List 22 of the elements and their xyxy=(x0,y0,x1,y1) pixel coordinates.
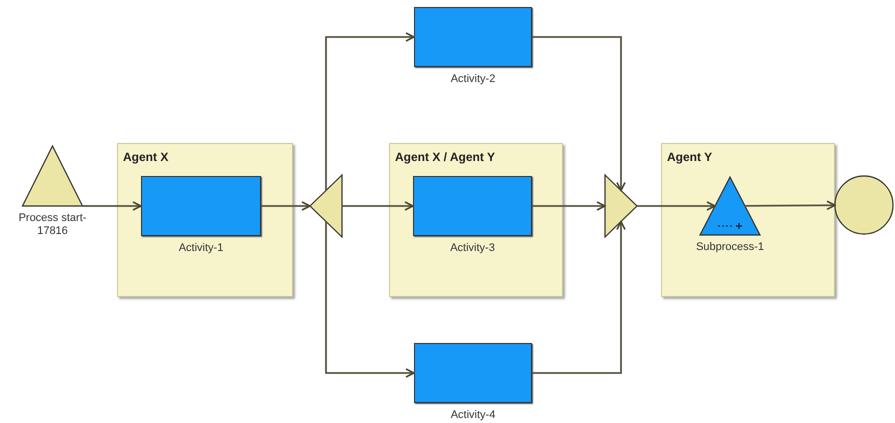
arrow xyxy=(82,201,142,211)
arrow xyxy=(532,201,606,211)
arrow xyxy=(325,32,415,190)
arrow xyxy=(532,36,626,192)
activity-label: Activity-1 xyxy=(178,242,224,255)
event-label: Subprocess-1 xyxy=(695,241,765,254)
swimlane-panel xyxy=(117,143,293,297)
arrow xyxy=(532,220,626,374)
arrow xyxy=(744,200,836,210)
activity-label: Activity-2 xyxy=(450,73,496,86)
swimlane-panel xyxy=(661,143,835,297)
arrow xyxy=(261,201,311,211)
arrow xyxy=(325,222,415,378)
arrow xyxy=(637,201,716,211)
lane-title: Agent X / Agent Y xyxy=(395,150,496,164)
lane-title: Agent Y xyxy=(667,150,712,164)
activity-label: Activity-4 xyxy=(450,409,496,422)
swimlane-panel xyxy=(389,143,563,297)
event-label: Process start-17816 xyxy=(18,212,88,238)
lane-title: Agent X xyxy=(123,150,168,164)
arrow xyxy=(342,201,414,211)
activity-label: Activity-3 xyxy=(449,242,496,255)
